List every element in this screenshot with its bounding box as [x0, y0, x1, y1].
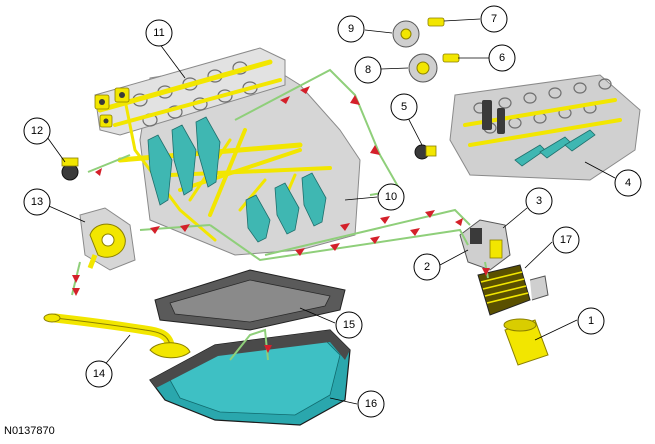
callout-label-15: 15 — [343, 319, 355, 331]
callout-label-2: 2 — [424, 261, 430, 273]
callout-16: 16 — [357, 390, 385, 418]
callout-label-1: 1 — [588, 315, 594, 327]
oil-filter-adapter — [459, 219, 511, 271]
valve-train-components — [147, 116, 327, 243]
callout-label-12: 12 — [31, 125, 43, 137]
cylinder-head-left — [94, 87, 130, 128]
oil-flow-arrows — [72, 86, 490, 353]
callout-4: 4 — [614, 169, 642, 197]
callout-label-4: 4 — [625, 177, 631, 189]
callout-2: 2 — [413, 253, 441, 281]
callout-1: 1 — [577, 307, 605, 335]
leader-lines — [41, 18, 616, 405]
oil-cooler — [477, 264, 549, 316]
callout-label-5: 5 — [401, 101, 407, 113]
callout-5: 5 — [390, 93, 418, 121]
callout-12: 12 — [23, 117, 51, 145]
callout-label-13: 13 — [31, 196, 43, 208]
callout-label-3: 3 — [536, 195, 542, 207]
callout-15: 15 — [335, 311, 363, 339]
callout-6: 6 — [488, 44, 516, 72]
callout-label-16: 16 — [365, 398, 377, 410]
callout-8: 8 — [354, 56, 382, 84]
cam-phaser-9 — [392, 20, 420, 48]
oil-pickup-tube — [43, 313, 191, 359]
windage-tray — [154, 269, 346, 331]
callout-7: 7 — [480, 5, 508, 33]
cam-phaser-8 — [408, 53, 438, 83]
callout-label-17: 17 — [560, 234, 572, 246]
callout-label-6: 6 — [499, 52, 505, 64]
callout-13: 13 — [23, 188, 51, 216]
oil-pan — [149, 329, 351, 426]
callout-label-9: 9 — [348, 23, 354, 35]
callout-label-11: 11 — [153, 27, 164, 39]
callout-3: 3 — [525, 187, 553, 215]
oil-pressure-sensor — [414, 144, 437, 160]
oil-filter — [503, 318, 549, 366]
cylinder-head-right — [449, 74, 641, 181]
callout-17: 17 — [552, 226, 580, 254]
figure-reference-id: N0137870 — [4, 425, 55, 437]
callout-9: 9 — [337, 15, 365, 43]
solenoid-bolt-6 — [442, 53, 460, 63]
callout-label-8: 8 — [365, 64, 371, 76]
callout-11: 11 — [145, 19, 173, 47]
callout-label-10: 10 — [385, 191, 397, 203]
callout-label-7: 7 — [491, 13, 497, 25]
solenoid-bolt-7 — [427, 17, 445, 27]
callout-14: 14 — [85, 360, 113, 388]
oil-level-sensor — [61, 157, 79, 181]
oil-pump — [79, 207, 136, 271]
callout-10: 10 — [377, 183, 405, 211]
callout-label-14: 14 — [93, 368, 105, 380]
